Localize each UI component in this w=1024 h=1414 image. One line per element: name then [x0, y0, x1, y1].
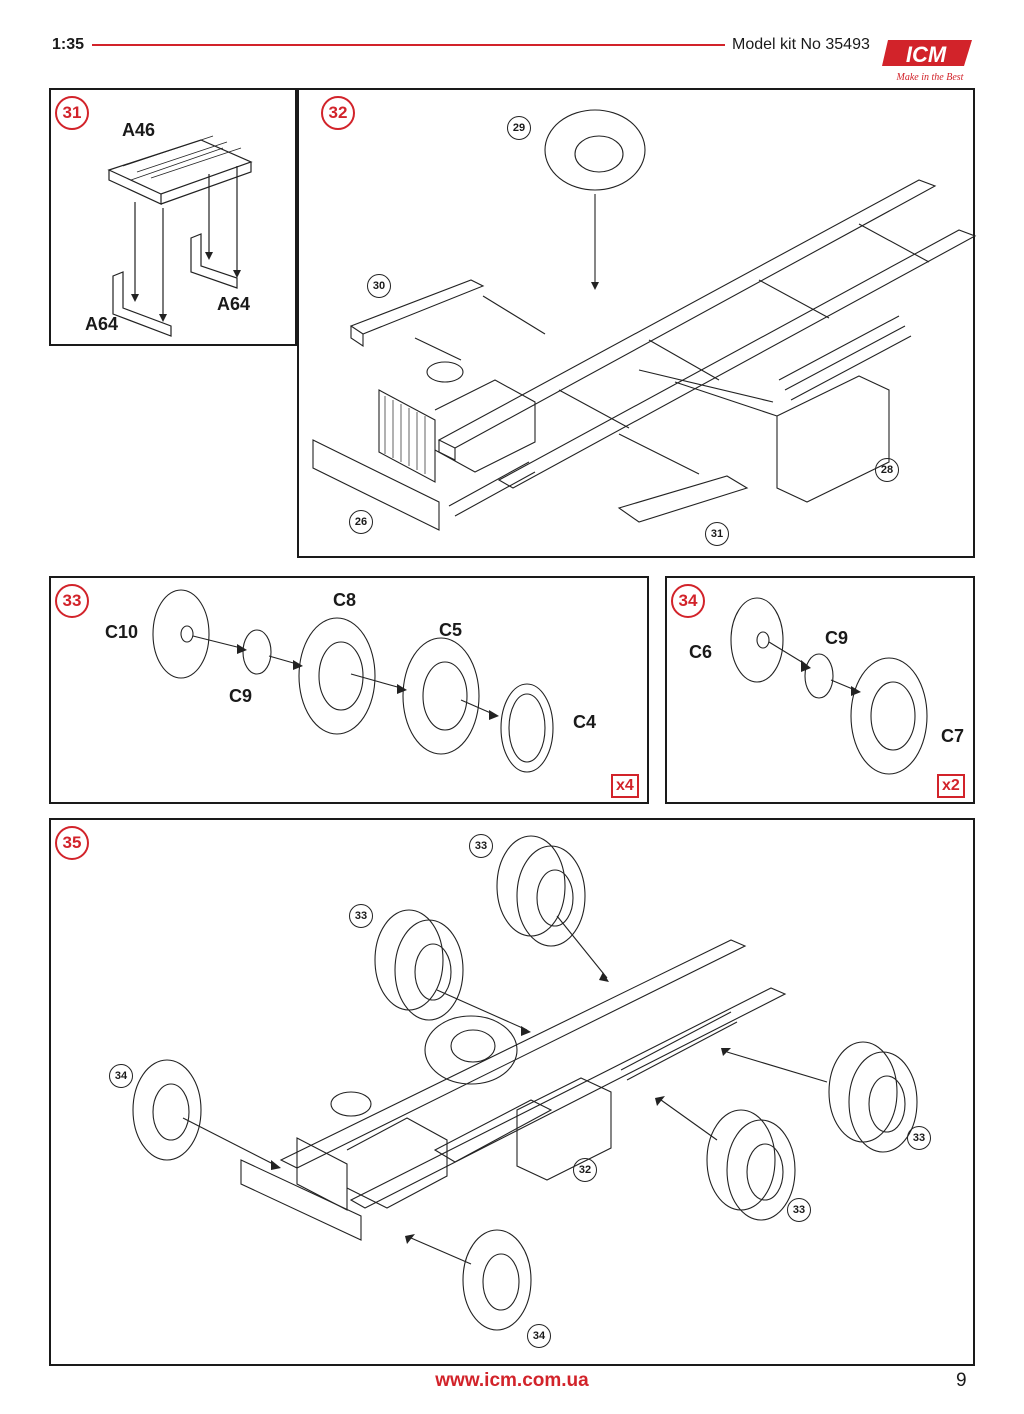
ref-33-upper-left: 33 — [349, 904, 373, 928]
part-label-a64-right: A64 — [217, 294, 251, 314]
step-31-number: 31 — [55, 96, 89, 130]
part-label-c9: C9 — [825, 628, 849, 648]
step-32-panel: 32 29 30 28 26 31 — [297, 88, 977, 558]
step-32-number: 32 — [321, 96, 355, 130]
ref-34-bottom: 34 — [527, 1324, 551, 1348]
step-33-number: 33 — [55, 584, 89, 618]
step-35-assembly-drawing — [132, 835, 918, 1331]
step-34-wheel-drawing — [730, 597, 928, 775]
part-label-c5: C5 — [439, 620, 463, 640]
svg-text:Make in the Best: Make in the Best — [896, 72, 964, 83]
kit-number: Model kit No 35493 — [732, 36, 870, 53]
step-31-drawing — [107, 135, 253, 337]
footer-url[interactable]: www.icm.com.ua — [435, 1370, 589, 1391]
ref-32: 32 — [573, 1158, 597, 1182]
step-32-chassis-drawing — [312, 109, 977, 531]
part-label-c10: C10 — [105, 622, 139, 642]
part-label-c4: C4 — [573, 712, 597, 732]
svg-text:ICM: ICM — [906, 42, 947, 67]
ref-28: 28 — [875, 458, 899, 482]
step-33-multiplier: x4 — [611, 774, 639, 798]
header-rule — [92, 44, 725, 46]
ref-30: 30 — [367, 274, 391, 298]
page-number: 9 — [956, 1370, 967, 1391]
part-label-a64-left: A64 — [85, 314, 119, 334]
step-33-wheel-drawing — [152, 589, 554, 773]
part-label-a46: A46 — [122, 120, 156, 140]
ref-33-top: 33 — [469, 834, 493, 858]
step-33-panel: 33 C10 C9 C8 C5 C4 x4 — [49, 576, 649, 804]
step-34-multiplier: x2 — [937, 774, 965, 798]
ref-26: 26 — [349, 510, 373, 534]
step-34-number: 34 — [671, 584, 705, 618]
step-31-panel: 31 A46 A64 A64 — [49, 88, 297, 346]
ref-34-left: 34 — [109, 1064, 133, 1088]
part-label-c9: C9 — [229, 686, 253, 706]
ref-29: 29 — [507, 116, 531, 140]
scale-label: 1:35 — [52, 36, 85, 53]
step-35-number: 35 — [55, 826, 89, 860]
icm-logo: ICM Make in the Best — [880, 36, 980, 84]
part-label-c8: C8 — [333, 590, 357, 610]
step-34-panel: 34 C6 C9 C7 x2 — [665, 576, 975, 804]
ref-33-right-lower: 33 — [787, 1198, 811, 1222]
part-label-c7: C7 — [941, 726, 965, 746]
ref-31: 31 — [705, 522, 729, 546]
step-35-panel: 35 33 33 34 33 33 32 34 — [49, 818, 975, 1366]
ref-33-right-upper: 33 — [907, 1126, 931, 1150]
part-label-c6: C6 — [689, 642, 713, 662]
